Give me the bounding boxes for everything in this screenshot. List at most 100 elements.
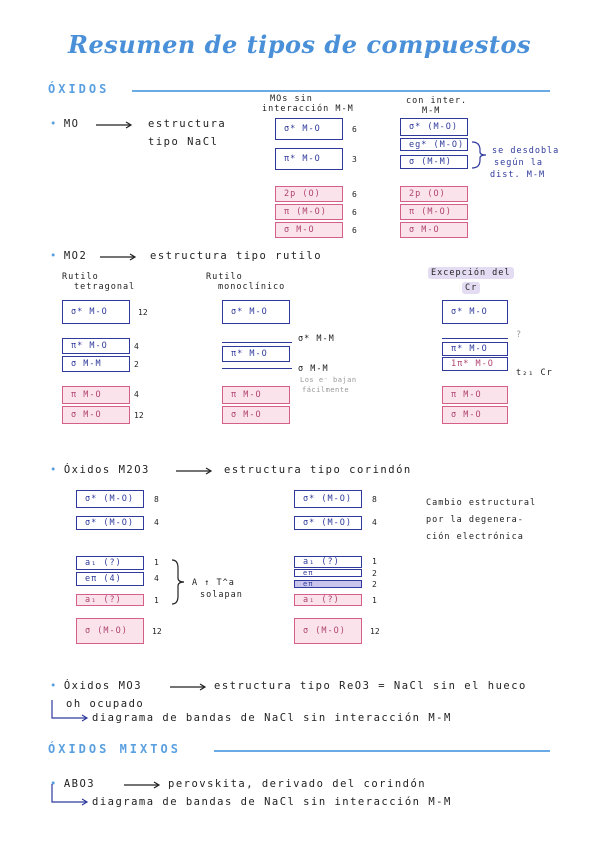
mo2-formula: MO2 [50,250,87,262]
mo3-formula: Óxidos MO3 [50,680,142,692]
band-box-filled: π M-O [62,386,130,404]
section-divider [132,90,550,92]
band-box-filled: π M-O [442,386,508,404]
band-count: 4 [134,390,139,399]
structural-note: por la degenera- [426,515,524,525]
structural-note: ción electrónica [426,532,524,542]
split-note: se desdobla [492,146,560,156]
band-box-filled: σ M-O [62,406,130,424]
band-box: π* M-O [222,346,290,362]
brace-icon [471,141,487,169]
band-count: 4 [154,518,159,527]
mo3-desc-2: oh ocupado [66,698,145,710]
cr-label: Excepción del [428,267,514,279]
band-count: 6 [352,226,357,235]
band-count: 1 [372,596,377,605]
overlap-note: A ↑ T^a [192,578,235,588]
band-box: eπ [294,569,362,577]
band-box-filled: π (M-O) [275,204,343,220]
mono-note: fácilmente [302,386,350,394]
col2-header: con inter. [406,96,468,106]
band-box: 1π* M-O [442,357,508,371]
col1-header-2: interacción M-M [262,104,354,114]
band-count: 4 [154,574,159,583]
band-count: 2 [372,580,377,589]
section-heading-mixtos: ÓXIDOS MIXTOS [48,742,181,756]
band-box: eπ [294,580,362,588]
cr-question: ? [516,330,523,340]
split-note: dist. M-M [490,170,546,180]
arrow-icon [170,683,207,691]
band-box: σ (M-M) [400,155,468,169]
page-title: Resumen de tipos de compuestos [68,30,531,59]
m2o3-desc: estructura tipo corindón [224,464,412,476]
band-box: π* M-O [275,148,343,170]
mo-desc-line2: tipo NaCl [148,136,219,148]
split-note: según la [494,158,543,168]
cr-note: t₂₁ Cr [516,368,553,378]
band-line [442,338,508,340]
band-box-filled: σ M-O [442,406,508,424]
mo3-desc: estructura tipo ReO3 = NaCl sin el hueco [214,680,527,692]
m2o3-formula: Óxidos M2O3 [50,464,150,476]
band-box: σ* (M-O) [400,118,468,136]
arrow-icon [51,700,89,722]
band-box-filled: σ (M-O) [76,618,144,644]
band-box: π* M-O [442,342,508,356]
band-count: 12 [138,308,148,317]
band-count: 6 [352,190,357,199]
tetra-label-2: tetragonal [74,282,136,292]
mo2-desc: estructura tipo rutilo [150,250,323,262]
band-box: σ* (M-O) [76,490,144,508]
band-box: σ* M-O [222,300,290,324]
band-count: 1 [154,558,159,567]
band-line [222,342,292,344]
band-count: 3 [352,155,357,164]
band-box: σ* M-O [442,300,508,324]
band-line [222,368,292,370]
mono-side-label: σ* M-M [298,334,335,344]
section-divider [214,750,550,752]
mono-label: Rutilo [206,272,243,282]
mono-label-2: monoclínico [218,282,286,292]
band-count: 8 [154,495,159,504]
band-count: 6 [352,125,357,134]
band-box-filled: σ (M-O) [294,618,362,644]
band-box: σ* (M-O) [294,516,362,530]
band-count: 12 [370,627,380,636]
band-box: σ* (M-O) [294,490,362,508]
arrow-icon [51,784,89,806]
band-count: 8 [372,495,377,504]
mono-note: Los e⁻ bajan [300,376,357,384]
structural-note: Cambio estructural [426,498,537,508]
tetra-label: Rutilo [62,272,99,282]
col2-header-2: M-M [422,106,441,116]
band-box: a₁ (?) [294,556,362,568]
band-box-filled: 2p (O) [275,186,343,202]
band-count: 1 [154,596,159,605]
arrow-icon [100,253,137,261]
band-box-filled: σ M-O [275,222,343,238]
band-box: eπ (4) [76,572,144,586]
band-count: 6 [352,208,357,217]
band-box-filled: σ M-O [222,406,290,424]
brace-icon [171,559,185,605]
mo3-band-diagram: diagrama de bandas de NaCl sin interacci… [92,712,452,724]
band-count: 2 [134,360,139,369]
band-box-filled: a₁ (?) [294,594,362,606]
band-box: a₁ (?) [76,556,144,570]
section-heading-oxidos: ÓXIDOS [48,82,110,96]
band-box: σ M-M [62,356,130,372]
band-box: eg* (M-O) [400,138,468,151]
arrow-icon [96,121,133,129]
overlap-note-2: solapan [200,590,243,600]
band-box: π* M-O [62,338,130,354]
mo-formula: MO [50,118,79,130]
band-box-filled: π (M-O) [400,204,468,220]
mo-desc-line1: estructura [148,118,227,130]
band-count: 4 [372,518,377,527]
band-box: σ* (M-O) [76,516,144,530]
band-count: 12 [152,627,162,636]
mono-side-label: σ M-M [298,364,329,374]
abo3-band-diagram: diagrama de bandas de NaCl sin interacci… [92,796,452,808]
